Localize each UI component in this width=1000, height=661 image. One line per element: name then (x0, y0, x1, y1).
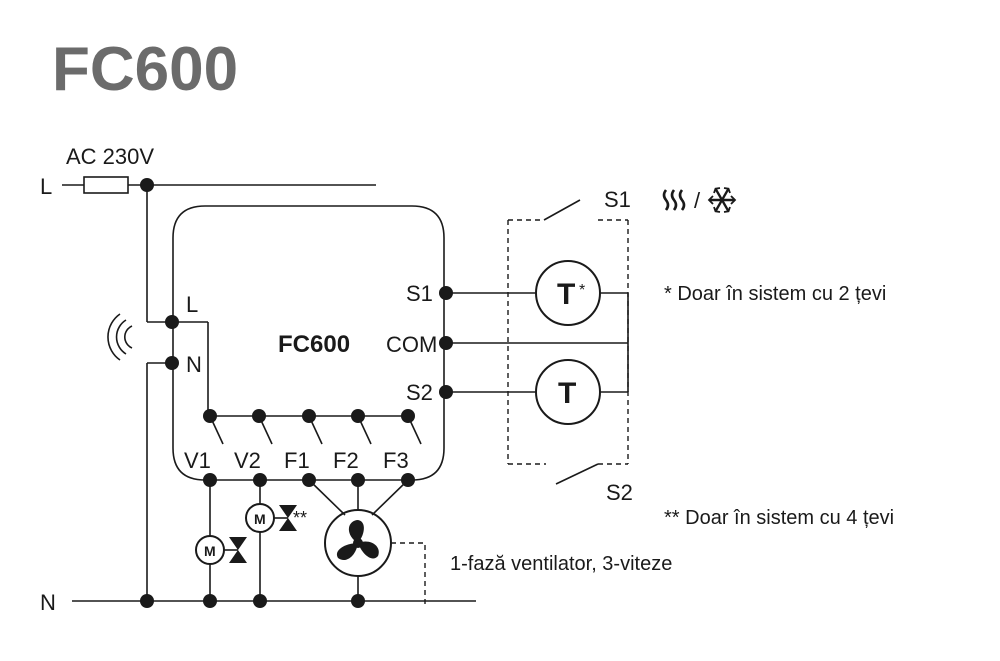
switch-s1-label: S1 (604, 187, 631, 212)
fan-icon (336, 520, 379, 561)
terminal-f3-label: F3 (383, 448, 409, 473)
controller-box (172, 205, 445, 481)
terminal-f2-label: F2 (333, 448, 359, 473)
line-conductor (62, 176, 376, 323)
thermostat-top-label: T (557, 278, 575, 311)
terminal-l-label: L (186, 292, 198, 317)
thermostat-bottom-label: T (558, 377, 576, 410)
mode-separator: / (694, 188, 701, 213)
valve-v2-mark: ** (293, 508, 307, 528)
switch-s2-label: S2 (606, 480, 633, 505)
terminal-s1-label: S1 (406, 281, 433, 306)
fan-note: 1-fază ventilator, 3-viteze (450, 553, 672, 575)
switch-enclosure (507, 199, 629, 485)
controller-name: FC600 (278, 331, 350, 358)
supply-neutral-label: N (40, 590, 56, 615)
terminal-s2-label: S2 (406, 380, 433, 405)
wireless-icon (107, 313, 133, 361)
thermostat-top-mark: * (579, 282, 585, 299)
thermostat-bottom: T (535, 359, 601, 425)
terminal-v1-label: V1 (184, 448, 211, 473)
terminal-f1-label: F1 (284, 448, 310, 473)
snowflake-icon (707, 187, 737, 213)
terminal-n-label: N (186, 352, 202, 377)
thermostat-top: T * (535, 260, 601, 326)
page-title: FC600 (52, 35, 238, 104)
motor-v2-label: M (254, 511, 266, 527)
valve-v1-icon (229, 537, 247, 563)
note-two-pipe: * Doar în sistem cu 2 țevi (664, 283, 886, 305)
motor-v1-label: M (204, 543, 216, 559)
terminal-n (165, 356, 179, 370)
fuse (83, 176, 129, 194)
supply-line-label: L (40, 174, 52, 199)
supply-voltage-label: AC 230V (66, 144, 154, 169)
fan-motor (308, 479, 426, 608)
terminal-com-label: COM (386, 332, 437, 357)
heat-icon (662, 189, 686, 211)
valve-actuator-v2: M ** (245, 480, 307, 601)
terminal-v2-label: V2 (234, 448, 261, 473)
note-four-pipe: ** Doar în sistem cu 4 țevi (664, 507, 894, 529)
valve-v2-icon (279, 505, 297, 531)
sensor-wiring (446, 292, 629, 393)
relay-bus (203, 409, 422, 445)
valve-actuator-v1: M (195, 480, 247, 601)
